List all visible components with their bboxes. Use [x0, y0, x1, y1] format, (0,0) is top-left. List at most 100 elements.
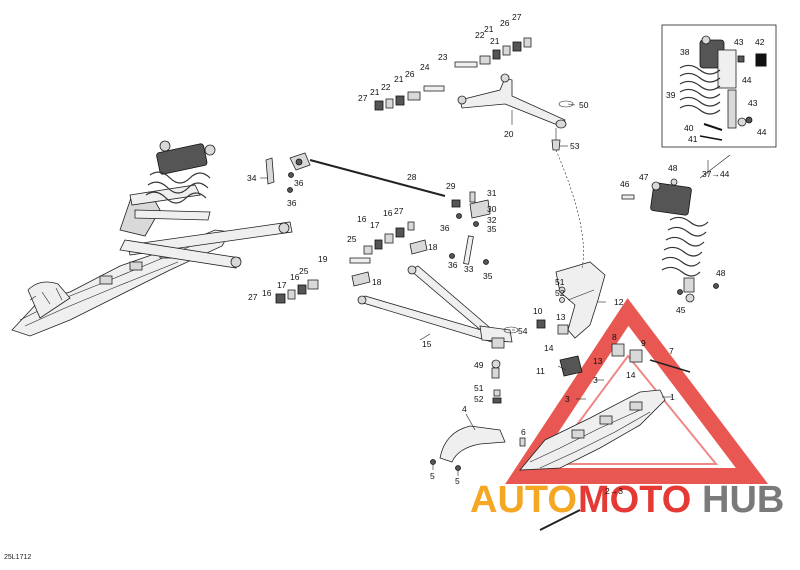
callout-38: 38 — [680, 47, 690, 57]
callout-53: 53 — [570, 141, 580, 151]
callout-2: 2→3 — [605, 486, 623, 496]
callout-17: 17 — [277, 280, 287, 290]
callout-25: 25 — [299, 266, 309, 276]
callout-36: 36 — [440, 223, 450, 233]
callout-27: 27 — [358, 93, 368, 103]
callout-18: 18 — [372, 277, 382, 287]
upper-a-arm — [457, 73, 574, 151]
callout-21: 21 — [490, 36, 500, 46]
callout-21: 21 — [394, 74, 404, 84]
callout-46: 46 — [620, 179, 630, 189]
callout-labels: 1 2→3 3 3 4 5 5 6 7 8 9 10 11 12 13 13 1… — [247, 12, 767, 496]
watermark-text-moto: MOTO — [578, 479, 691, 521]
callout-24: 24 — [420, 62, 430, 72]
callout-43: 43 — [734, 37, 744, 47]
callout-16: 16 — [383, 208, 393, 218]
callout-35: 35 — [487, 224, 497, 234]
callout-8: 8 — [612, 332, 617, 342]
callout-13: 13 — [593, 356, 603, 366]
callout-19: 19 — [318, 254, 328, 264]
callout-40: 40 — [684, 123, 694, 133]
callout-52: 52 — [555, 288, 565, 298]
callout-27: 27 — [248, 292, 258, 302]
upper-rear-hardware — [374, 85, 445, 111]
callout-3: 3 — [565, 394, 570, 404]
watermark-text-auto: AUTO — [470, 479, 577, 521]
callout-4: 4 — [462, 404, 467, 414]
callout-3: 3 — [593, 375, 598, 385]
callout-36: 36 — [294, 178, 304, 188]
callout-21: 21 — [484, 24, 494, 34]
shock-detail-box — [661, 24, 777, 148]
leader-lines — [260, 103, 731, 431]
callout-39: 39 — [666, 90, 676, 100]
assembled-shock — [145, 140, 216, 204]
callout-44: 44 — [742, 75, 752, 85]
callout-7: 7 — [669, 346, 674, 356]
sway-bar-assembly — [265, 152, 446, 197]
callout-20: 20 — [504, 129, 514, 139]
callout-10: 10 — [533, 306, 543, 316]
document-code: 25L1712 — [4, 554, 32, 561]
callout-27: 27 — [512, 12, 522, 22]
callout-44: 44 — [757, 127, 767, 137]
ski-handle — [430, 425, 526, 476]
callout-22: 22 — [475, 30, 485, 40]
callout-48: 48 — [716, 268, 726, 278]
shock-absorber — [621, 178, 719, 303]
callout-51: 51 — [555, 277, 565, 287]
callout-16: 16 — [262, 288, 272, 298]
callout-30: 30 — [487, 204, 497, 214]
callout-28: 28 — [407, 172, 417, 182]
callout-29: 29 — [446, 181, 456, 191]
lower-front-hardware — [349, 221, 428, 264]
callout-11: 11 — [536, 366, 545, 376]
callout-14: 14 — [544, 343, 554, 353]
callout-36: 36 — [287, 198, 297, 208]
callout-26: 26 — [500, 18, 510, 28]
callout-21: 21 — [370, 87, 380, 97]
callout-43: 43 — [748, 98, 758, 108]
callout-42: 42 — [755, 37, 765, 47]
callout-33: 33 — [464, 264, 474, 274]
callout-41: 41 — [688, 134, 698, 144]
callout-15: 15 — [422, 339, 432, 349]
callout-27: 27 — [394, 206, 404, 216]
end-link-hardware — [449, 191, 491, 265]
callout-37: 37→44 — [702, 169, 730, 179]
callout-26: 26 — [405, 69, 415, 79]
callout-18: 18 — [428, 242, 438, 252]
callout-32: 32 — [487, 215, 497, 225]
callout-35: 35 — [483, 271, 493, 281]
callout-52: 52 — [474, 394, 484, 404]
callout-51: 51 — [474, 383, 484, 393]
callout-31: 31 — [487, 188, 497, 198]
callout-34: 34 — [247, 173, 257, 183]
callout-5: 5 — [430, 471, 435, 481]
callout-16: 16 — [290, 272, 300, 282]
callout-25: 25 — [347, 234, 357, 244]
callout-17: 17 — [370, 220, 380, 230]
callout-1: 1 — [670, 392, 675, 402]
callout-36: 36 — [448, 260, 458, 270]
callout-5: 5 — [455, 476, 460, 486]
callout-22: 22 — [381, 82, 391, 92]
upper-front-hardware — [454, 37, 532, 68]
callout-12: 12 — [614, 297, 624, 307]
callout-47: 47 — [639, 172, 649, 182]
callout-45: 45 — [676, 305, 686, 315]
callout-13: 13 — [556, 312, 566, 322]
callout-54: 54 — [518, 326, 528, 336]
callout-9: 9 — [641, 338, 646, 348]
callout-49: 49 — [474, 360, 484, 370]
watermark-text-hub: HUB — [702, 479, 784, 521]
lower-a-arm — [357, 265, 519, 349]
lower-rear-hardware — [275, 271, 371, 304]
assembled-ski-overview — [11, 140, 293, 337]
callout-16: 16 — [357, 214, 367, 224]
ski-exploded — [519, 389, 666, 531]
callout-14: 14 — [626, 370, 636, 380]
callout-6: 6 — [521, 427, 526, 437]
